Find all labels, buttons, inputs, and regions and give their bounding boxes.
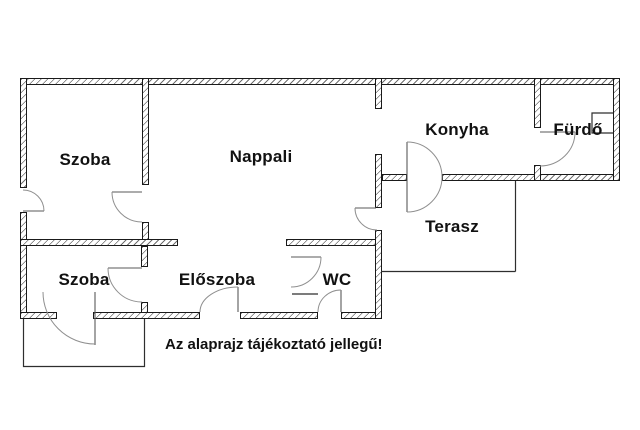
label-eloszoba: Előszoba (178, 270, 256, 289)
wall-szoba1-nappali-upper (142, 78, 149, 185)
door-arc-entrance (199, 286, 239, 313)
label-wc: WC (322, 270, 352, 289)
label-szoba-top: Szoba (59, 150, 111, 169)
wall-nappali-konyha-stub (375, 78, 382, 109)
door-arc-szoba1-nappali (111, 191, 143, 223)
wall-middle-horizontal (20, 239, 178, 246)
label-nappali: Nappali (229, 147, 293, 166)
wall-left-upper (20, 78, 27, 188)
disclaimer-note: Az alaprajz tájékoztató jellegű! (165, 336, 383, 353)
wall-nappali-right-upper (375, 154, 382, 208)
wall-bottom-c (240, 312, 318, 319)
wall-nappali-right-lower (375, 230, 382, 319)
label-furdo: Fürdő (553, 120, 603, 139)
door-arc-furdo (539, 131, 576, 167)
label-terasz: Terasz (425, 217, 479, 236)
wall-bottom-b (93, 312, 200, 319)
label-szoba-bottom: Szoba (58, 270, 110, 289)
wall-furdo-right (613, 78, 620, 181)
door-arc-konyha-terasz (406, 141, 443, 213)
label-konyha: Konyha (425, 120, 489, 139)
wall-bottom-a (20, 312, 57, 319)
door-arc-balcony (42, 291, 96, 345)
wall-konyha-furdo-lower (534, 165, 541, 181)
wall-szoba2-eloszoba-upper (141, 246, 148, 267)
door-arc-szoba2-eloszoba (107, 267, 143, 303)
door-arc-nappali-terasz (354, 207, 378, 231)
door-arc-wc-bottom (317, 289, 342, 313)
terasz-outline (381, 181, 517, 273)
wall-konyha-furdo-upper (534, 78, 541, 128)
furdo-window (591, 112, 613, 134)
door-arc-wc-top (290, 256, 322, 288)
door-arc-szoba1-left (22, 189, 45, 212)
balcony-outline (22, 319, 146, 368)
